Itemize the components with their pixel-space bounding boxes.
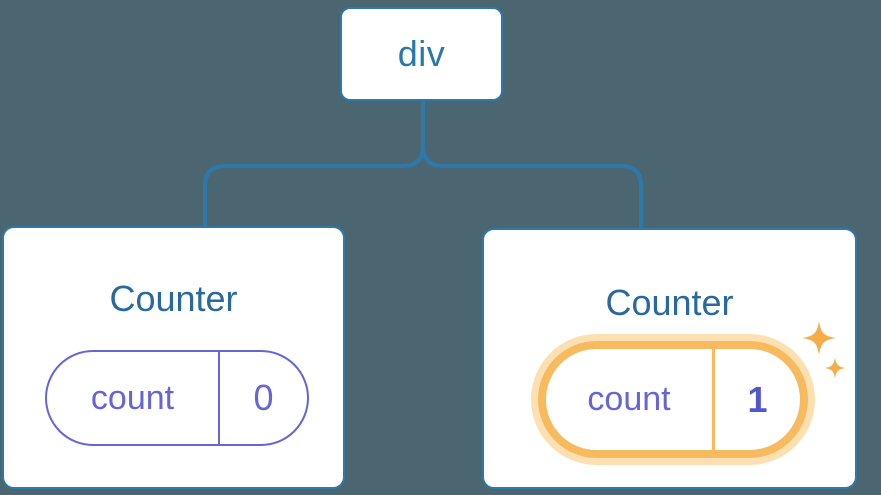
state-pill: count 0: [45, 350, 309, 446]
component-card-counter-left: Counter count 0: [2, 226, 345, 489]
component-title: Counter: [605, 282, 734, 323]
component-card-counter-right: Counter count 1: [482, 228, 857, 489]
state-value-cell: 0: [220, 352, 307, 444]
state-pill-highlighted: count 1: [538, 341, 808, 458]
connector-lines: [203, 101, 643, 230]
state-key-cell: count: [47, 352, 220, 444]
state-value: 1: [747, 378, 768, 420]
state-key-label: count: [587, 380, 671, 418]
component-title: Counter: [109, 278, 238, 319]
state-key-label: count: [90, 378, 175, 417]
state-key-cell: count: [546, 349, 715, 450]
state-value-cell: 1: [715, 349, 800, 450]
tree-node-div: div: [340, 7, 503, 101]
connector-right: [421, 101, 643, 230]
state-value: 0: [253, 377, 274, 418]
tree-node-label: div: [397, 33, 446, 74]
connector-left: [203, 101, 425, 228]
